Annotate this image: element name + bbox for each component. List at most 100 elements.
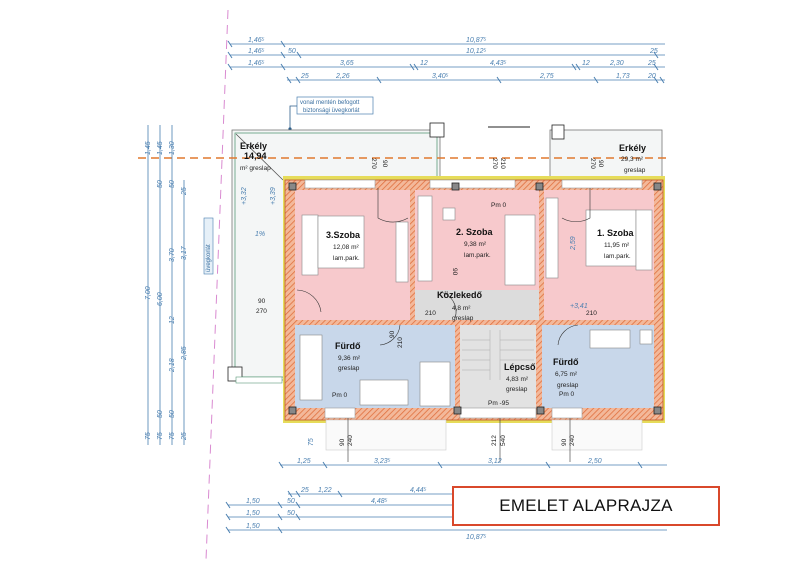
top-dimensions — [227, 40, 665, 84]
bottom-dimensions — [225, 461, 667, 534]
level-mark: +3,39 — [270, 187, 277, 205]
level-mark: +3,41 — [570, 303, 588, 310]
room-area: 11,95 m² — [604, 242, 630, 249]
dim-label: 1,50 — [246, 498, 260, 505]
height-mark: 270 — [491, 158, 498, 169]
dim-label: 25 — [181, 432, 188, 441]
room-label: Fürdő — [335, 341, 361, 351]
dim-label: 1,73 — [616, 73, 630, 80]
room-floor: greslap — [506, 386, 528, 393]
dim-label: 3,40⁵ — [432, 73, 449, 80]
opening-heights: 270 90 270 210 270 90 90 270 210 90 210 … — [256, 158, 604, 462]
room-floor: m² greslap — [240, 165, 271, 172]
level-mark: Pm 0 — [332, 392, 348, 399]
dim-label: 10,12⁵ — [466, 48, 487, 55]
height-mark: 270 — [370, 158, 377, 169]
bottom-dimension-labels: 1,25 3,23⁵ 3,12 2,50 25 1,22 4,44⁵ 1,50 … — [246, 458, 602, 541]
room-floor: lam.park. — [333, 255, 360, 262]
room-label: Közlekedő — [437, 290, 483, 300]
railing-note: vonal mentén befogott biztonsági üvegkor… — [288, 96, 374, 131]
slope-mark: 1% — [255, 231, 265, 238]
level-mark: Pm 0 — [491, 202, 507, 209]
height-mark: 210 — [586, 310, 597, 317]
room-area: 9,36 m² — [338, 355, 361, 362]
room-floor: greslap — [557, 382, 579, 389]
height-mark: 90 — [597, 160, 604, 168]
dim-label: 50 — [288, 48, 296, 55]
dim-label: 3,70 — [169, 248, 176, 262]
dim-label: 1,45 — [157, 141, 164, 155]
dim-label: 4,43⁵ — [490, 60, 507, 67]
windows-bottom — [324, 407, 643, 451]
room-area: 12,08 m² — [333, 244, 359, 251]
dim-label: 25 — [181, 187, 188, 196]
height-mark: 270 — [256, 308, 267, 315]
height-mark: 210 — [397, 337, 404, 348]
balcony-right — [488, 124, 663, 183]
dim-label: 1,46⁵ — [248, 37, 265, 44]
level-mark: 2,59 — [570, 236, 577, 251]
room-area: 4,8 m² — [452, 305, 471, 312]
height-mark: 270 — [589, 158, 596, 169]
height-mark: 90 — [258, 298, 266, 305]
railing-label: üvegkorlát — [206, 244, 212, 272]
dim-label: 1,22 — [318, 487, 332, 494]
room-area: 6,75 m² — [555, 371, 578, 378]
dim-label: 1,30 — [169, 141, 176, 155]
top-dimension-labels: 1,46⁵ 10,87⁵ 1,46⁵ 50 10,12⁵ 25 1,46⁵ 3,… — [248, 37, 658, 80]
dim-label: 1,46⁵ — [248, 48, 265, 55]
dim-label: 1,46⁵ — [248, 60, 265, 67]
dim-label: 3,12 — [488, 458, 502, 465]
room-area: 4,83 m² — [506, 376, 529, 383]
room-area: 29,3 m² — [621, 156, 644, 163]
dim-label: 50 — [287, 498, 295, 505]
room-label: 1. Szoba — [597, 228, 635, 238]
height-mark: 90 — [451, 268, 458, 276]
dim-label: 1,45 — [145, 141, 152, 155]
level-marks: +3,32 +3,39 +3,41 2,59 1% üvegkorlát — [203, 187, 588, 310]
dim-label: 25 — [649, 48, 658, 55]
room-floor: greslap — [338, 365, 360, 372]
dim-label: 3,65 — [340, 60, 354, 67]
dim-label: 1,25 — [297, 458, 311, 465]
dim-label: 3,23⁵ — [374, 458, 391, 465]
dim-label: 50 — [169, 410, 176, 418]
height-mark: 240 — [347, 435, 354, 446]
room-floor: lam.park. — [464, 252, 491, 259]
room-label: Fürdő — [553, 357, 579, 367]
dim-label: 1,50 — [246, 510, 260, 517]
room-floor: greslap — [452, 315, 474, 322]
staircase — [462, 330, 534, 380]
height-mark: 90 — [339, 438, 346, 446]
height-mark: 75 — [308, 438, 315, 446]
dim-label: 2,26 — [335, 73, 350, 80]
level-mark: Pm -95 — [488, 400, 509, 407]
dim-label: 50 — [157, 180, 164, 188]
windows-top — [304, 179, 643, 189]
height-mark: 90 — [389, 330, 396, 338]
interior-walls — [295, 183, 655, 410]
furniture — [299, 195, 653, 407]
room-label: Lépcső — [504, 362, 536, 372]
dim-label: 2,50 — [587, 458, 602, 465]
dim-label: 75 — [169, 432, 176, 440]
room-label: Erkély — [240, 141, 267, 151]
doors — [296, 188, 591, 346]
room-floor: lam.park. — [604, 253, 631, 260]
dim-label: 50 — [169, 180, 176, 188]
level-mark: +3,32 — [241, 187, 248, 205]
dim-label: 50 — [287, 510, 295, 517]
dim-label: 3,17 — [181, 245, 188, 260]
room-floor: greslap — [624, 167, 646, 174]
room-label: 3.Szoba — [326, 230, 361, 240]
dim-label: 4,44⁵ — [410, 487, 427, 494]
room-kozlekedo — [414, 290, 540, 323]
dim-label: 12 — [582, 60, 590, 67]
level-mark: Pm 0 — [559, 391, 575, 398]
drawing-title-box: EMELET ALAPRAJZA — [452, 486, 720, 526]
dim-label: 10,87⁵ — [466, 37, 487, 44]
dim-label: 25 — [300, 487, 309, 494]
room-area: 9,38 m² — [464, 241, 487, 248]
left-dimensions — [147, 125, 185, 445]
